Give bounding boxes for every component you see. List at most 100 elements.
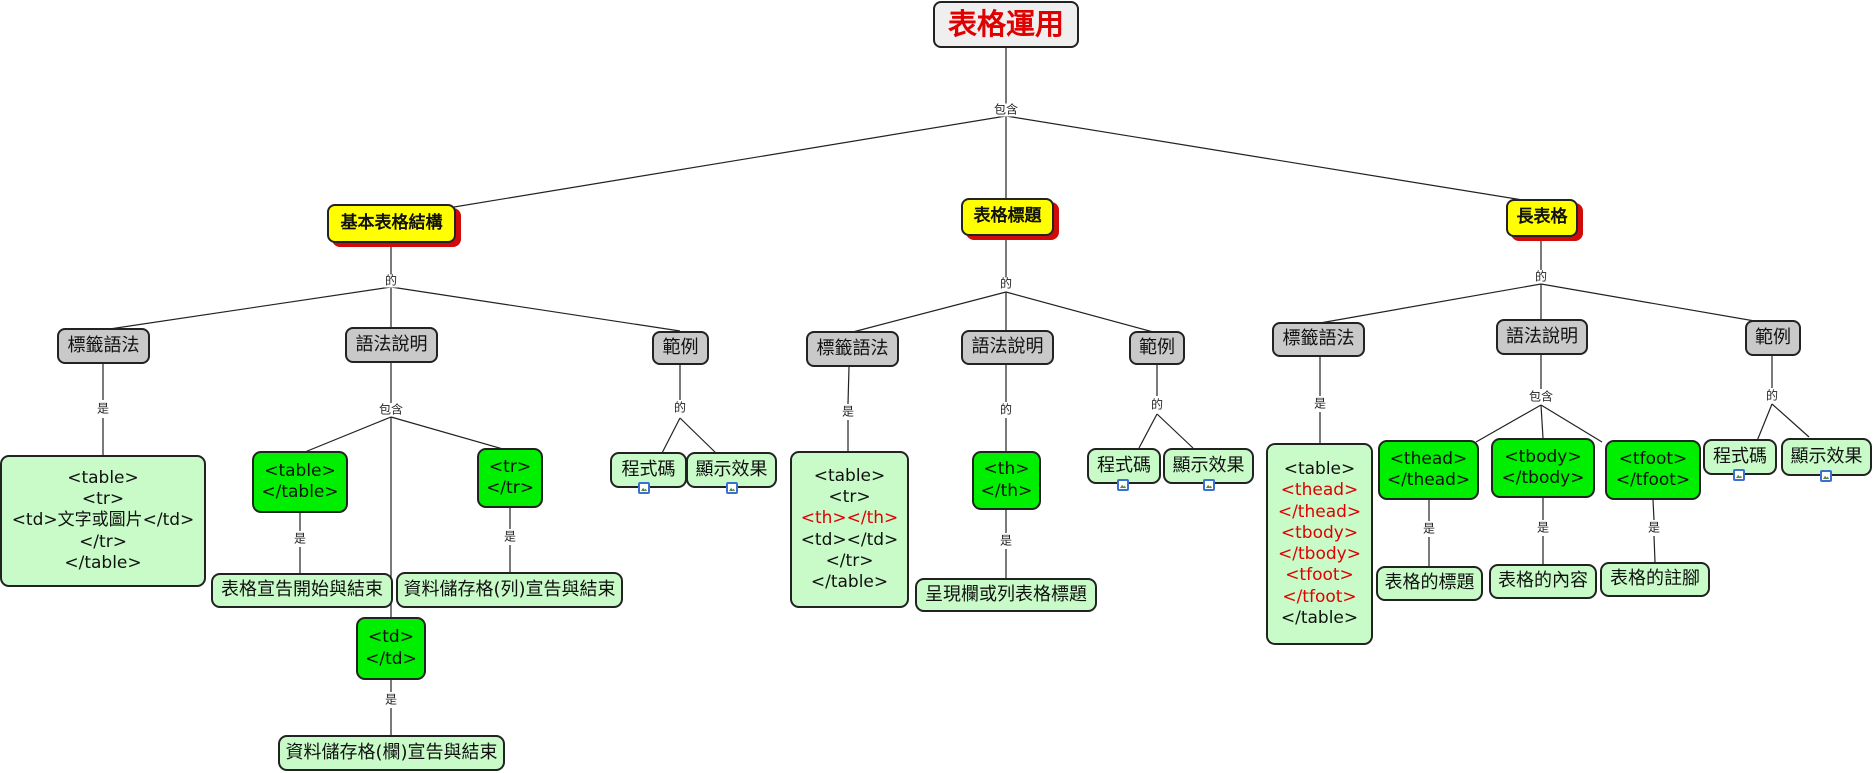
link-label: 是 (1646, 520, 1662, 535)
link-label: 的 (383, 273, 399, 288)
code-line: <table> (1283, 459, 1356, 479)
long-tfoot-desc: 表格的註腳 (1600, 562, 1710, 597)
link-label: 是 (1421, 521, 1437, 536)
caption-example-code[interactable]: 程式碼 (1087, 448, 1161, 484)
code-line-highlight: <tfoot> (1285, 565, 1354, 586)
subtopic-label: 範例 (662, 336, 699, 358)
root-node[interactable]: 表格運用 (933, 1, 1079, 48)
desc-label: 表格的內容 (1498, 570, 1588, 592)
example-label: 程式碼 (621, 458, 676, 480)
caption-th-tag[interactable]: <th> </th> (972, 451, 1041, 510)
example-label: 顯示效果 (1790, 445, 1863, 467)
caption-example-result[interactable]: 顯示效果 (1163, 448, 1254, 484)
image-icon[interactable] (638, 482, 650, 494)
code-line: </table> (64, 552, 142, 573)
desc-label: 資料儲存格(欄)宣告與結束 (285, 741, 498, 763)
code-line: <table> (813, 465, 886, 486)
image-icon[interactable] (1117, 479, 1129, 491)
root-title: 表格運用 (947, 7, 1064, 42)
topic-table-caption[interactable]: 表格標題 (961, 198, 1054, 236)
desc-label: 呈現欄或列表格標題 (925, 583, 1087, 605)
link-label: 是 (383, 692, 399, 707)
long-thead-tag[interactable]: <thead> </thead> (1378, 440, 1479, 500)
long-tbody-desc: 表格的內容 (1489, 564, 1597, 599)
tag-open: <th> (983, 459, 1030, 480)
link-label: 是 (998, 533, 1014, 548)
code-line-highlight: </tbody> (1278, 544, 1361, 564)
caption-th-desc: 呈現欄或列表格標題 (915, 578, 1097, 612)
link-label: 的 (672, 400, 688, 415)
long-syntax-node[interactable]: 標籤語法 (1272, 322, 1365, 357)
tag-open: <table> (264, 460, 336, 481)
code-line-highlight: <tbody> (1280, 522, 1359, 543)
link-label: 包含 (1527, 389, 1555, 404)
code-line-highlight: <thead> (1280, 480, 1359, 501)
desc-label: 表格的註腳 (1610, 568, 1700, 590)
basic-table-desc: 表格宣告開始與結束 (211, 573, 393, 608)
code-line: </tr> (825, 550, 874, 571)
link-label: 的 (1533, 269, 1549, 284)
link-label: 包含 (992, 102, 1020, 117)
topic-label: 長表格 (1516, 207, 1568, 228)
tag-close: </tfoot> (1615, 470, 1691, 490)
topic-label: 基本表格結構 (340, 212, 443, 233)
image-icon[interactable] (1820, 470, 1832, 482)
link-label: 的 (998, 402, 1014, 417)
link-label: 是 (1312, 396, 1328, 411)
caption-explain-node[interactable]: 語法說明 (961, 330, 1054, 365)
topic-long-table[interactable]: 長表格 (1506, 199, 1578, 237)
example-label: 程式碼 (1097, 454, 1151, 476)
image-icon[interactable] (1203, 479, 1215, 491)
code-line: </table> (1280, 607, 1359, 628)
subtopic-label: 範例 (1755, 326, 1791, 348)
tag-open: <tfoot> (1618, 448, 1688, 469)
basic-syntax-code: <table> <tr> <td>文字或圖片</td> </tr> </tabl… (0, 455, 206, 587)
tag-close: </tr> (486, 478, 534, 498)
topic-basic-table[interactable]: 基本表格結構 (327, 204, 456, 243)
basic-td-desc: 資料儲存格(欄)宣告與結束 (278, 735, 505, 771)
caption-example-node[interactable]: 範例 (1129, 331, 1185, 365)
subtopic-label: 語法說明 (971, 336, 1044, 358)
code-line: </tr> (79, 531, 127, 552)
code-line: <td>文字或圖片</td> (11, 510, 195, 531)
basic-syntax-node[interactable]: 標籤語法 (57, 328, 150, 364)
desc-label: 表格宣告開始與結束 (221, 579, 383, 601)
long-example-node[interactable]: 範例 (1745, 320, 1801, 356)
link-label: 的 (998, 276, 1014, 291)
example-label: 顯示效果 (1172, 454, 1245, 476)
link-label: 是 (840, 404, 856, 419)
image-icon[interactable] (1733, 469, 1745, 481)
basic-example-node[interactable]: 範例 (652, 331, 709, 365)
link-label: 包含 (377, 402, 405, 417)
basic-explain-node[interactable]: 語法說明 (345, 327, 438, 363)
tag-open: <tr> (488, 456, 532, 477)
long-tbody-tag[interactable]: <tbody> </tbody> (1491, 438, 1595, 498)
tag-close: </thead> (1386, 470, 1471, 490)
subtopic-label: 語法說明 (1506, 325, 1578, 347)
basic-td-tag[interactable]: <td> </td> (356, 617, 426, 680)
code-line-highlight: </tfoot> (1282, 586, 1357, 607)
subtopic-label: 標籤語法 (67, 334, 140, 356)
link-label: 是 (1535, 520, 1551, 535)
image-icon[interactable] (726, 482, 738, 494)
basic-table-tag[interactable]: <table> </table> (252, 451, 348, 513)
long-example-code[interactable]: 程式碼 (1703, 439, 1777, 475)
long-explain-node[interactable]: 語法說明 (1496, 319, 1588, 355)
caption-syntax-node[interactable]: 標籤語法 (806, 331, 899, 367)
tag-close: </td> (365, 648, 417, 669)
link-label: 的 (1764, 388, 1780, 403)
code-line: <tr> (81, 489, 125, 510)
code-line: </table> (810, 572, 889, 592)
code-line-highlight: </thead> (1277, 501, 1362, 522)
caption-syntax-code: <table> <tr> <th></th> <td></td> </tr> <… (790, 451, 909, 608)
example-label: 程式碼 (1713, 445, 1767, 467)
tag-close: </table> (261, 482, 339, 502)
basic-tr-tag[interactable]: <tr> </tr> (477, 448, 543, 508)
link-label: 是 (292, 531, 308, 546)
long-tfoot-tag[interactable]: <tfoot> </tfoot> (1605, 440, 1701, 500)
subtopic-label: 標籤語法 (1282, 328, 1355, 350)
desc-label: 表格的標題 (1384, 572, 1475, 594)
link-label: 是 (502, 529, 518, 544)
